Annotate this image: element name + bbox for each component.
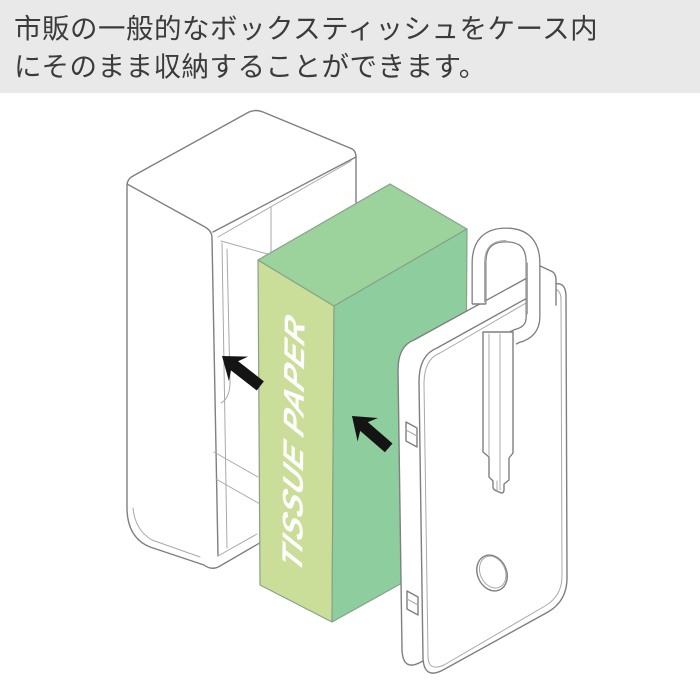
case-interior-window-edge xyxy=(220,248,231,404)
cover-clip-tab-upper xyxy=(405,421,418,448)
insert-arrow-onto-box xyxy=(352,416,393,453)
case-rim-inner-top xyxy=(217,160,352,238)
hook-curve-body xyxy=(472,228,540,344)
tissue-box-label: TISSUE PAPER xyxy=(276,307,311,577)
hanging-hook xyxy=(471,227,541,494)
cover-clip-tab-upper-notch xyxy=(405,429,418,437)
case-interior-floor-edge-2 xyxy=(215,478,261,505)
caption-line-2: にそのまま収納することができます。 xyxy=(14,51,487,82)
case-rim-inner-right xyxy=(221,242,228,549)
hook-inner-detail xyxy=(484,240,507,303)
insert-arrow-into-case xyxy=(222,356,264,391)
cover-clip-tab-lower xyxy=(406,590,419,616)
insert-arrows xyxy=(222,356,393,453)
product-illustration: TISSUE PAPER xyxy=(0,93,700,700)
finger-hole-inner-edge xyxy=(478,555,507,589)
caption-line-1: 市販の一般的なボックスティッシュをケース内 xyxy=(14,13,599,44)
illustration-canvas: TISSUE PAPER xyxy=(126,109,568,674)
case-interior-ceiling-edge xyxy=(220,240,272,256)
hook-rail xyxy=(482,331,514,494)
case-interior-floor-edge-1 xyxy=(213,451,259,478)
instruction-caption: 市販の一般的なボックスティッシュをケース内 にそのまま収納することができます。 xyxy=(0,0,700,93)
cover-clip-tab-lower-notch xyxy=(406,598,419,606)
case-opening-top-edge xyxy=(212,156,357,233)
case-front-edge xyxy=(126,183,219,557)
cover-front-face-inner-rim xyxy=(423,288,563,668)
case-bottom-right-edge xyxy=(217,533,258,557)
case-bottom-inner-edge xyxy=(132,507,201,558)
